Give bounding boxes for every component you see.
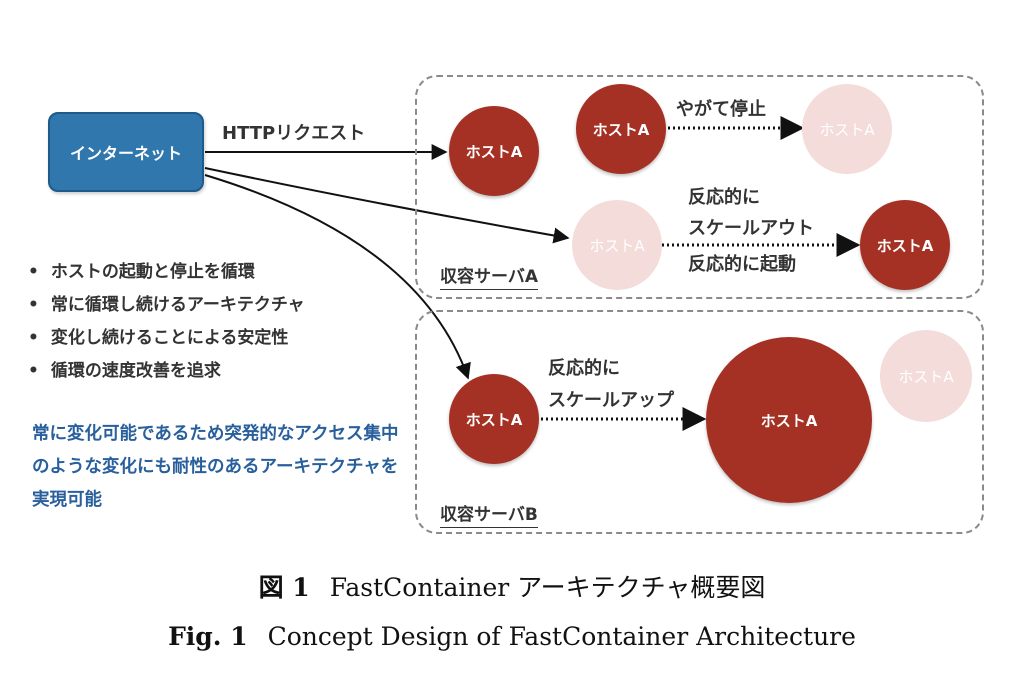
stop-label: やがて停止 <box>676 99 766 120</box>
server-a-host-stopped: ホストA <box>802 84 892 174</box>
scaleout-line-1: 反応的に <box>688 187 760 208</box>
caption-jp-text: FastContainer アーキテクチャ概要図 <box>329 573 766 602</box>
internet-node: インターネット <box>48 112 204 192</box>
server-b-host-large: ホストA <box>706 337 872 503</box>
server-a-host-stopping: ホストA <box>576 84 666 174</box>
feature-list: ホストの起動と停止を循環 常に循環し続けるアーキテクチャ 変化し続けることによる… <box>28 258 305 390</box>
server-a-host-started: ホストA <box>860 200 950 290</box>
scaleout-line-2: スケールアウト <box>688 218 814 239</box>
feature-item: 循環の速度改善を追求 <box>28 357 305 390</box>
scaleout-line-3: 反応的に起動 <box>688 254 796 275</box>
server-b-box <box>415 310 984 534</box>
server-a-label: 収容サーバA <box>440 262 538 290</box>
server-b-host: ホストA <box>449 374 539 464</box>
server-a-host: ホストA <box>449 106 539 196</box>
scaleup-line-1: 反応的に <box>548 358 620 379</box>
caption-en: Fig. 1 Concept Design of FastContainer Ar… <box>0 622 1024 651</box>
server-a-box <box>415 75 984 299</box>
server-b-host-idle: ホストA <box>880 330 972 422</box>
caption-jp-number: 図 1 <box>258 573 310 602</box>
caption-en-number: Fig. 1 <box>168 622 248 651</box>
scaleup-line-2: スケールアップ <box>548 390 674 411</box>
http-request-label: HTTPリクエスト <box>222 123 366 144</box>
feature-item: 常に循環し続けるアーキテクチャ <box>28 291 305 324</box>
feature-item: 変化し続けることによる安定性 <box>28 324 305 357</box>
server-b-label: 収容サーバB <box>440 500 538 528</box>
feature-item: ホストの起動と停止を循環 <box>28 258 305 291</box>
arrow-to-server-b-host <box>204 174 471 380</box>
server-a-host-idle: ホストA <box>572 200 662 290</box>
caption-en-text: Concept Design of FastContainer Architec… <box>267 622 856 651</box>
caption-jp: 図 1 FastContainer アーキテクチャ概要図 <box>0 568 1024 604</box>
summary-note: 常に変化可能であるため突発的なアクセス集中のような変化にも耐性のあるアーキテクチ… <box>32 424 399 510</box>
arrow-to-ghost-host <box>204 167 570 244</box>
